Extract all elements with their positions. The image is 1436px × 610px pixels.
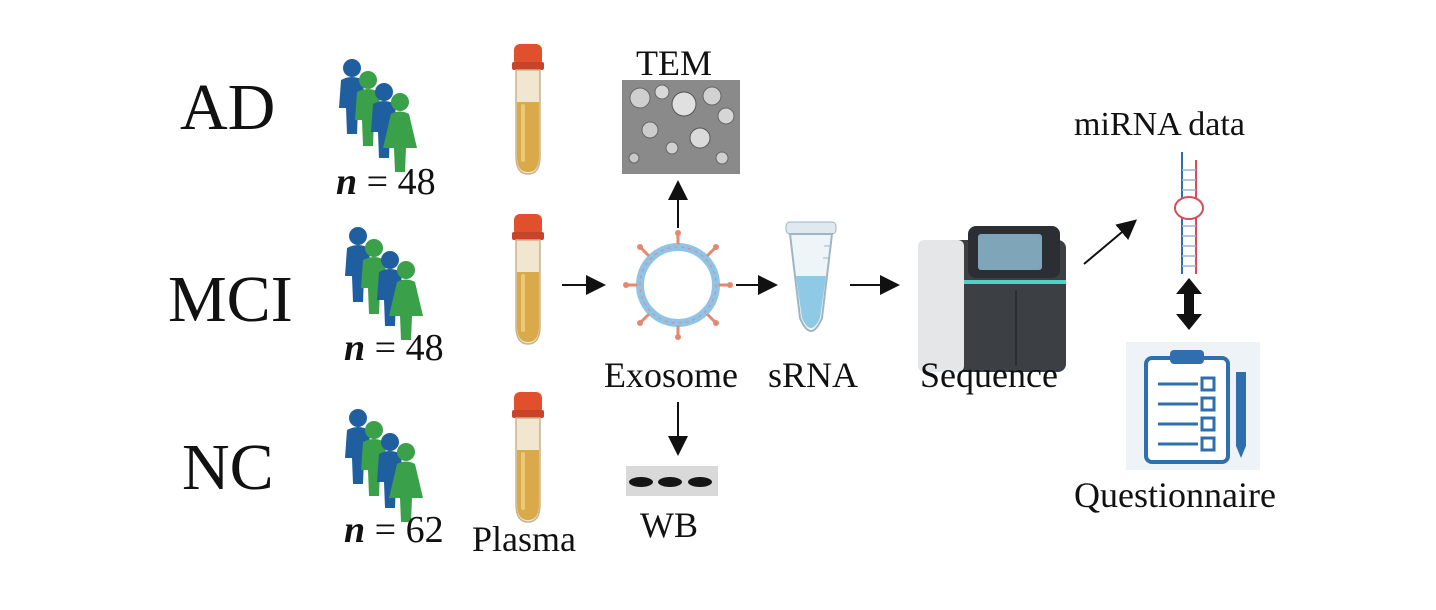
wb-label: WB	[640, 505, 698, 545]
sequence-label: Sequence	[920, 355, 1058, 395]
sequencer-icon	[918, 226, 1066, 372]
people-icon-ad	[339, 59, 417, 172]
microtube-icon	[785, 221, 837, 332]
group-label-mci: MCI	[168, 263, 293, 336]
group-label-ad: AD	[180, 71, 276, 144]
tem-label: TEM	[636, 43, 712, 83]
mirna-data-label: miRNA data	[1074, 106, 1245, 143]
srna-label: sRNA	[768, 355, 859, 395]
link-double-arrow	[1176, 278, 1202, 330]
blood-tube-icon-mci	[511, 213, 545, 345]
blood-tube-icon-nc	[511, 391, 545, 523]
blood-tube-icon-ad	[511, 43, 545, 175]
western-blot-image	[626, 466, 718, 496]
exosome-icon	[623, 230, 733, 340]
plasma-label: Plasma	[472, 519, 576, 559]
n-label-nc: n = 62	[344, 509, 444, 551]
exosome-label: Exosome	[604, 355, 738, 395]
clipboard-icon	[1126, 342, 1260, 470]
n-label-ad: n = 48	[336, 161, 436, 203]
group-label-nc: NC	[182, 431, 274, 504]
people-icon-nc	[345, 409, 423, 522]
n-label-mci: n = 48	[344, 327, 444, 369]
flow-arrows	[562, 180, 1138, 456]
people-icon-mci	[345, 227, 423, 340]
questionnaire-label: Questionnaire	[1074, 475, 1276, 515]
mirna-hairpin-icon	[1174, 152, 1204, 274]
tem-image	[622, 80, 740, 174]
